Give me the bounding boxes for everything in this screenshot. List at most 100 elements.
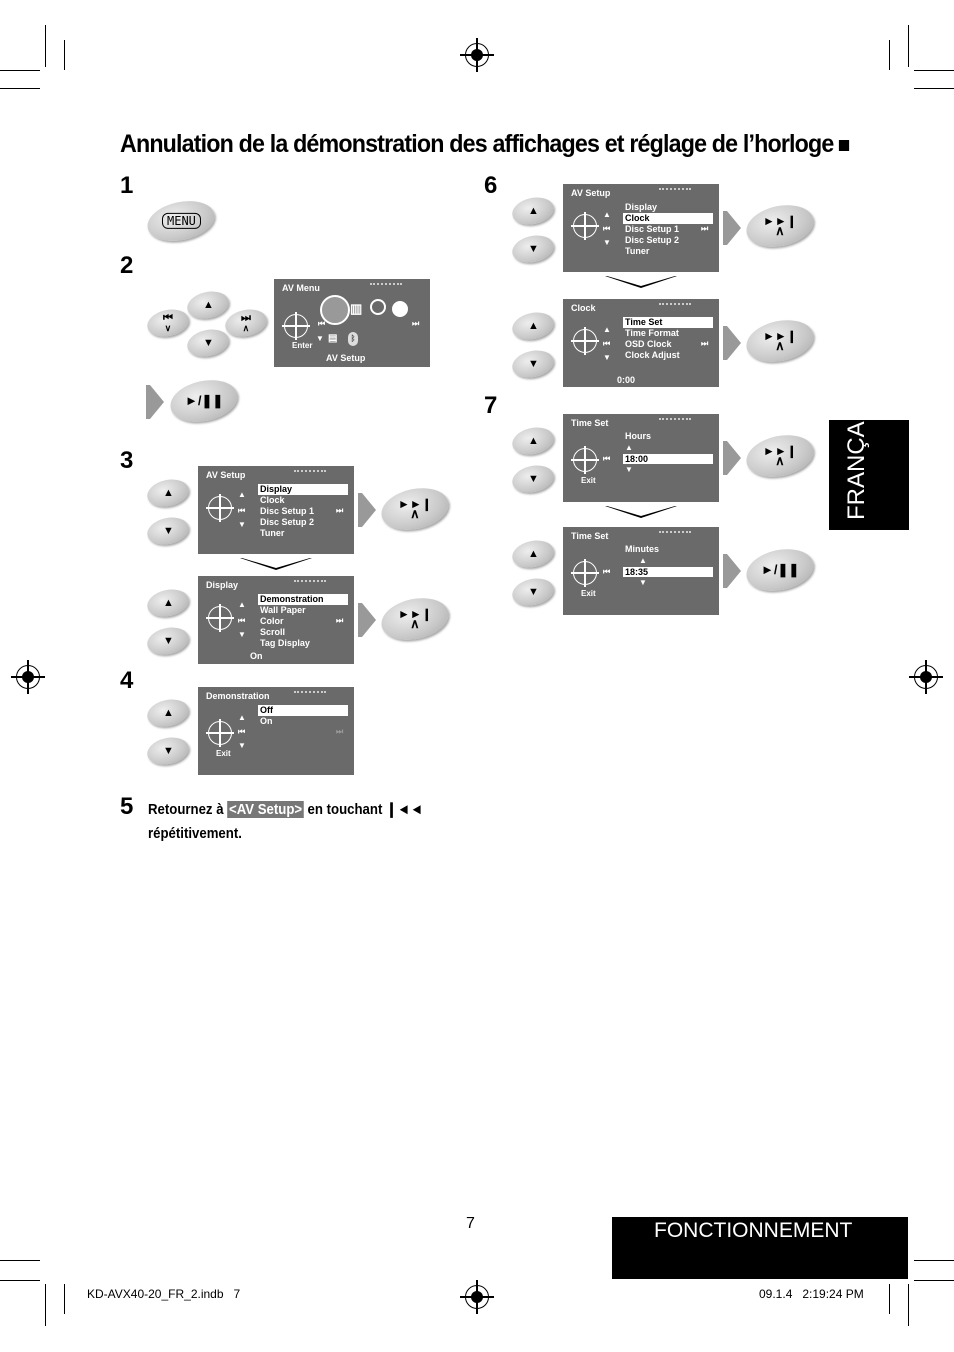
up-button[interactable]: ▲ [509,308,557,344]
down-button[interactable]: ▼ [184,325,232,361]
menu-button[interactable]: MENU [143,195,219,247]
minutes-value[interactable]: 18:35 [623,567,713,577]
joystick-icon [206,494,234,522]
exit-label: Exit [581,476,596,485]
down-button[interactable]: ▼ [509,346,557,382]
menu-item-display[interactable]: Display [625,202,658,212]
arrow-right-icon [727,326,741,360]
crop-mark [914,70,954,71]
next-button[interactable]: ⏭∧ [222,305,270,341]
joystick-icon [206,719,234,747]
up-button[interactable]: ▲ [509,423,557,459]
menu-item-demonstration[interactable]: Demonstration [258,594,348,605]
prev-icon: ❙◄◄ [386,801,424,818]
menu-item-color[interactable]: Color [260,616,284,626]
av-setup-screen: AV Setup ▲ ⏮ ▼ ⏭ Display Clock Disc Setu… [198,466,354,554]
clock-screen: Clock ▲ ⏮ ▼ ⏭ Time Set Time Format OSD C… [563,299,719,387]
step5-instruction: Retournez à <AV Setup> en touchant ❙◄◄ r… [148,801,424,842]
joystick-icon [282,312,310,340]
arrow-right-icon [727,554,741,588]
list-icon: ▤ [328,333,338,344]
option-off[interactable]: Off [258,705,348,716]
crop-mark [0,1260,40,1261]
up-button[interactable]: ▲ [509,193,557,229]
menu-item-clock[interactable]: Clock [260,495,285,505]
menu-item-wall-paper[interactable]: Wall Paper [260,605,306,615]
registration-mark-icon [460,38,494,72]
down-button[interactable]: ▼ [144,733,192,769]
menu-item-disc-setup-1[interactable]: Disc Setup 1 [260,506,315,516]
down-button[interactable]: ▼ [144,513,192,549]
equalizer-icon: ▥ [350,301,363,316]
step-number: 1 [120,172,134,199]
joystick-icon [571,327,599,355]
menu-item-display[interactable]: Display [258,484,348,495]
joystick-icon [206,604,234,632]
page-number: 7 [466,1215,475,1232]
next-button[interactable]: ►►❙∧ [742,314,818,368]
next-button[interactable]: ►►❙∧ [377,482,453,536]
play-pause-button[interactable]: ►/❚❚ [742,543,818,597]
dial-icon [392,301,408,317]
enter-label: Enter [292,341,313,350]
step-number: 2 [120,252,134,279]
option-on[interactable]: On [260,716,273,726]
language-tab: FRANÇAIS [829,399,909,530]
crop-mark [908,25,909,67]
menu-item-disc-setup-2[interactable]: Disc Setup 2 [260,517,315,527]
crop-mark [0,88,40,89]
step-number: 7 [484,392,498,419]
crop-mark [64,40,65,70]
step-number: 4 [120,667,134,694]
crop-mark [45,1284,46,1326]
up-button[interactable]: ▲ [144,475,192,511]
crop-mark [914,1280,954,1281]
down-button[interactable]: ▼ [509,574,557,610]
menu-item-tag-display[interactable]: Tag Display [260,638,310,648]
crop-mark [889,1284,890,1314]
next-button[interactable]: ►►❙∧ [742,429,818,483]
menu-item-time-format[interactable]: Time Format [625,328,679,338]
joystick-icon [571,446,599,474]
next-button[interactable]: ►►❙∧ [377,592,453,646]
step-number: 6 [484,172,498,199]
av-menu-screen: AV Menu Enter ⏮ ⏭ ▼ ▥ ▤ ᛒ AV Setup [274,279,430,367]
av-setup-highlight: <AV Setup> [227,801,304,818]
down-button[interactable]: ▼ [144,623,192,659]
arrow-right-icon [362,493,376,527]
menu-item-disc-setup-2[interactable]: Disc Setup 2 [625,235,680,245]
down-button[interactable]: ▼ [509,461,557,497]
up-button[interactable]: ▲ [509,536,557,572]
section-label: FONCTIONNEMENT [612,1217,908,1279]
next-button[interactable]: ►►❙∧ [742,199,818,253]
menu-item-scroll[interactable]: Scroll [260,627,286,637]
down-arrow-icon [605,276,677,288]
up-button[interactable]: ▲ [144,695,192,731]
current-value: On [250,651,263,661]
menu-item-osd-clock[interactable]: OSD Clock [625,339,672,349]
menu-item-time-set[interactable]: Time Set [623,317,713,328]
up-button[interactable]: ▲ [184,287,232,323]
prev-button[interactable]: ⏮∨ [144,305,192,341]
joystick-icon [571,212,599,240]
exit-label: Exit [216,749,231,758]
page-title: Annulation de la démonstration des affic… [120,130,850,159]
disc-icon [370,299,386,315]
exit-label: Exit [581,589,596,598]
menu-item-disc-setup-1[interactable]: Disc Setup 1 [625,224,680,234]
menu-item-tuner[interactable]: Tuner [625,246,650,256]
hours-value[interactable]: 18:00 [623,454,713,464]
end-square-icon [839,139,850,151]
menu-item-clock-adjust[interactable]: Clock Adjust [625,350,680,360]
clock-value: 0:00 [617,375,636,385]
play-pause-button[interactable]: ►/❚❚ [166,374,242,428]
menu-item-tuner[interactable]: Tuner [260,528,285,538]
bluetooth-icon: ᛒ [348,332,358,346]
arrow-right-icon [150,385,164,419]
down-button[interactable]: ▼ [509,231,557,267]
time-set-minutes-screen: Time Set Exit ⏮ ⏭ Minutes ▲ 18:35 ▼ [563,527,719,615]
arrow-right-icon [362,603,376,637]
hours-label: Hours [625,431,652,441]
up-button[interactable]: ▲ [144,585,192,621]
menu-item-clock[interactable]: Clock [623,213,713,224]
